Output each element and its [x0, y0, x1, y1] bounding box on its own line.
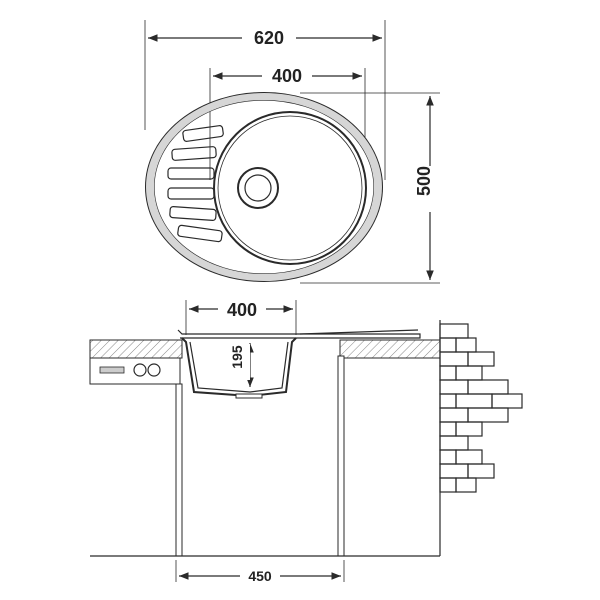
countertop-left	[89, 339, 183, 385]
bowl-depth-label: 195	[229, 345, 245, 369]
cabinet	[90, 355, 440, 557]
cabinet-width-label: 450	[248, 568, 272, 584]
dimension-bowl-depth: 195	[229, 343, 254, 387]
sink-inner-rim	[153, 99, 375, 275]
drainer-slots	[167, 125, 224, 243]
bowl-outline	[213, 111, 367, 265]
bowl-width-label: 400	[272, 66, 302, 86]
drain-inner	[244, 174, 272, 202]
dimension-section-bowl-width: 400	[185, 298, 297, 335]
dimension-overall-width: 620	[144, 20, 386, 180]
dimension-overall-depth: 500	[300, 92, 442, 284]
section-bowl-width-label: 400	[227, 300, 257, 320]
bowl-inner	[217, 115, 363, 261]
dimension-bowl-width: 400	[209, 64, 366, 180]
drain-outer	[237, 167, 279, 209]
overall-width-label: 620	[254, 28, 284, 48]
section-view: 400 195	[89, 298, 523, 586]
section-rim	[177, 329, 421, 339]
section-bowl	[181, 337, 297, 399]
top-view: 620 400 500	[144, 20, 442, 284]
dimension-cabinet-width: 450	[175, 560, 345, 586]
brick-wall	[439, 320, 523, 556]
overall-depth-label: 500	[414, 166, 434, 196]
countertop-right	[339, 339, 441, 359]
